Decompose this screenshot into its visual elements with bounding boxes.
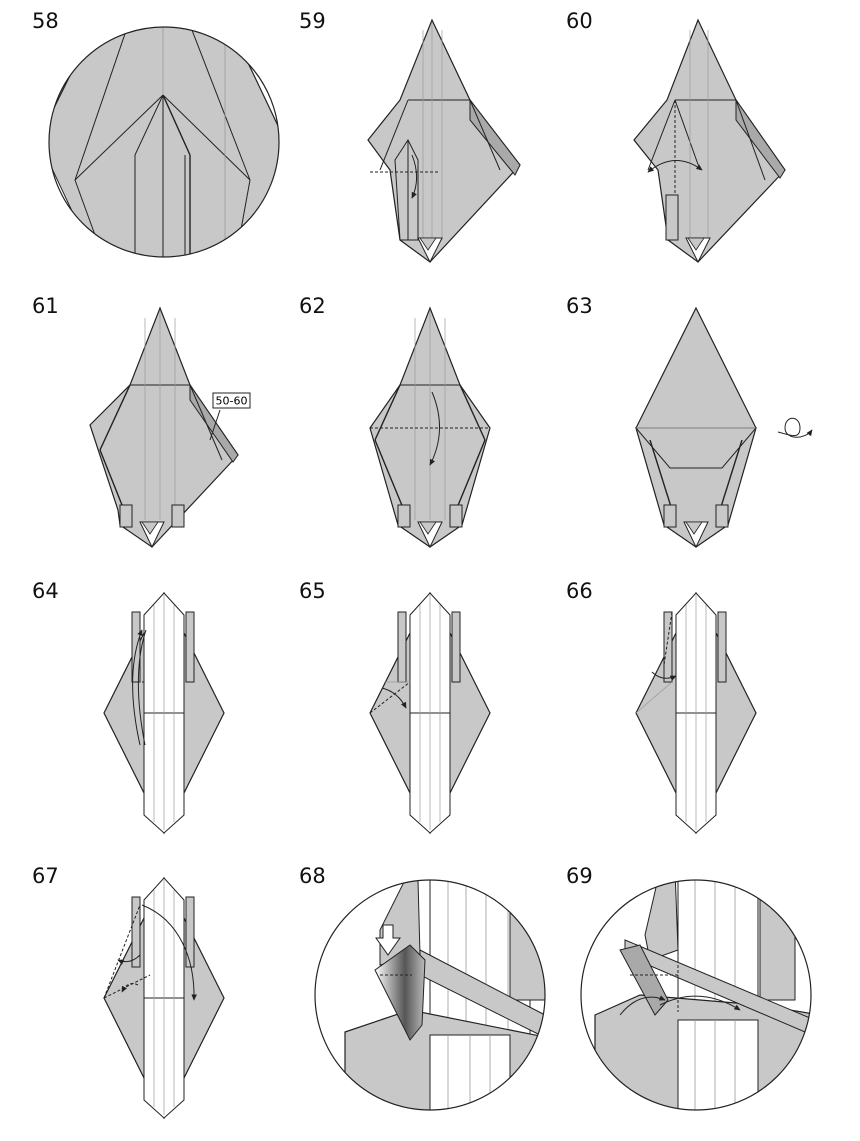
step-number-64: 64 bbox=[32, 579, 59, 603]
step-65-diagram bbox=[369, 591, 491, 835]
step-number-63: 63 bbox=[566, 294, 593, 318]
step-60-diagram bbox=[633, 18, 786, 264]
step-61-diagram: 50-60 bbox=[89, 306, 251, 549]
step-66-diagram bbox=[635, 591, 757, 835]
step-number-67: 67 bbox=[32, 864, 59, 888]
step-number-68: 68 bbox=[299, 864, 326, 888]
step-number-58: 58 bbox=[32, 9, 59, 33]
step-number-66: 66 bbox=[566, 579, 593, 603]
step-number-69: 69 bbox=[566, 864, 593, 888]
step-63-diagram bbox=[634, 306, 813, 549]
step-64-diagram bbox=[103, 591, 225, 835]
step-62-diagram bbox=[369, 306, 491, 549]
step-number-60: 60 bbox=[566, 9, 593, 33]
step-58-diagram bbox=[48, 26, 280, 258]
push-arrow-icon bbox=[375, 924, 401, 956]
step-67-diagram bbox=[103, 876, 225, 1120]
step-range-label: 50-60 bbox=[216, 395, 248, 408]
step-number-59: 59 bbox=[299, 9, 326, 33]
step-68-diagram bbox=[314, 879, 546, 1111]
step-59-diagram bbox=[367, 18, 521, 264]
step-number-65: 65 bbox=[299, 579, 326, 603]
step-69-diagram bbox=[580, 879, 812, 1111]
step-number-62: 62 bbox=[299, 294, 326, 318]
step-number-61: 61 bbox=[32, 294, 59, 318]
turn-over-icon bbox=[777, 417, 813, 438]
